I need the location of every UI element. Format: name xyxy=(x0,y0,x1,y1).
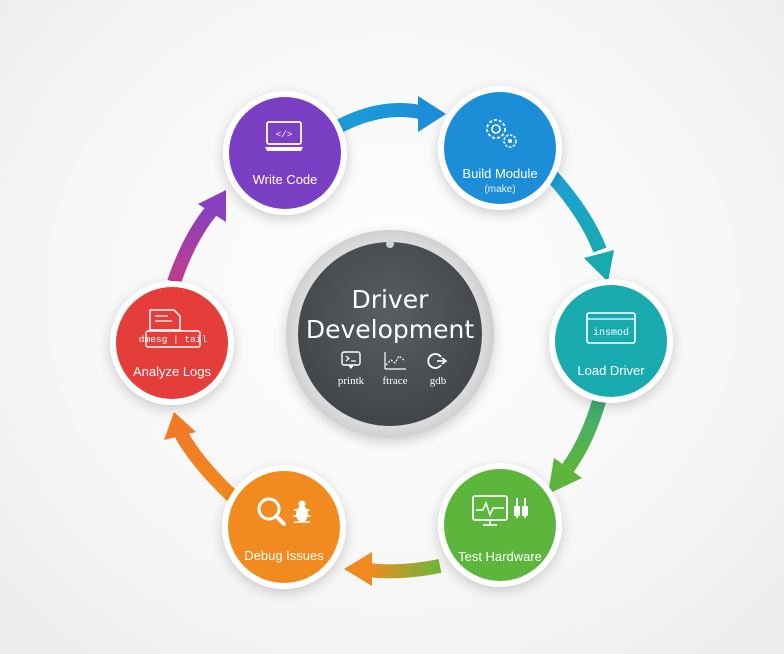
center-hub-disc xyxy=(298,242,482,426)
trace-graph-icon xyxy=(384,352,406,370)
step-test-hardware-label: Test Hardware xyxy=(458,549,542,564)
step-build-module[interactable]: Build Module (make) xyxy=(438,86,562,210)
arrow-debug-to-analyze xyxy=(173,428,237,502)
cycle-arrows xyxy=(164,96,614,586)
tool-label-gdb: gdb xyxy=(430,375,447,387)
step-debug-issues-label: Debug Issues xyxy=(244,548,324,563)
arrow-head-test-to-debug xyxy=(344,552,372,586)
arrow-head-debug-to-analyze xyxy=(164,412,196,440)
arrow-analyze-to-write xyxy=(167,205,218,285)
center-title-line2: Development xyxy=(306,315,474,344)
tool-label-printk: printk xyxy=(338,375,365,387)
gears-icon xyxy=(486,119,517,148)
laptop-code-icon: </> xyxy=(265,121,303,151)
step-debug-issues-disc xyxy=(228,471,340,583)
step-write-code-label: Write Code xyxy=(253,172,318,187)
arrow-load-to-test xyxy=(562,396,607,473)
insmod-icon-text: insmod xyxy=(593,327,629,339)
debugger-icon xyxy=(427,353,448,369)
step-write-code[interactable]: </> Write Code xyxy=(223,91,347,215)
arrow-head-load-to-test xyxy=(548,458,582,494)
arrow-write-to-build xyxy=(332,103,422,135)
center-hub: Driver Development printk ftrace gdb xyxy=(286,230,494,438)
monitor-probe-icon xyxy=(472,495,528,526)
step-build-module-disc xyxy=(444,92,556,204)
step-load-driver-disc xyxy=(555,285,667,397)
step-debug-issues[interactable]: Debug Issues xyxy=(222,465,346,589)
arrow-head-analyze-to-write xyxy=(198,190,226,222)
center-title-line1: Driver xyxy=(352,285,430,314)
step-analyze-logs-label: Analyze Logs xyxy=(133,364,212,379)
step-load-driver[interactable]: insmod Load Driver xyxy=(549,279,673,403)
step-analyze-logs-disc xyxy=(116,287,228,399)
step-test-hardware-disc xyxy=(444,469,556,581)
step-load-driver-label: Load Driver xyxy=(577,363,645,378)
insmod-window-icon: insmod xyxy=(586,312,636,344)
magnifier-bug-icon xyxy=(257,497,311,526)
step-build-module-sub: (make) xyxy=(484,184,515,195)
arrow-head-write-to-build xyxy=(418,96,446,132)
arrow-head-build-to-load xyxy=(584,250,614,282)
log-icon-text: dmesg | tail xyxy=(139,334,208,345)
arrow-test-to-debug xyxy=(367,559,442,579)
svg-text:</>: </> xyxy=(276,130,292,140)
step-build-module-label: Build Module xyxy=(462,166,537,181)
terminal-icon xyxy=(341,351,361,369)
step-test-hardware[interactable]: Test Hardware xyxy=(438,463,562,587)
step-analyze-logs[interactable]: dmesg | tail Analyze Logs xyxy=(110,281,234,405)
center-hub-pin xyxy=(386,240,394,248)
tool-label-ftrace: ftrace xyxy=(382,375,407,387)
log-file-icon: dmesg | tail xyxy=(139,309,208,348)
arrow-build-to-load xyxy=(546,171,607,253)
step-write-code-disc xyxy=(229,97,341,209)
